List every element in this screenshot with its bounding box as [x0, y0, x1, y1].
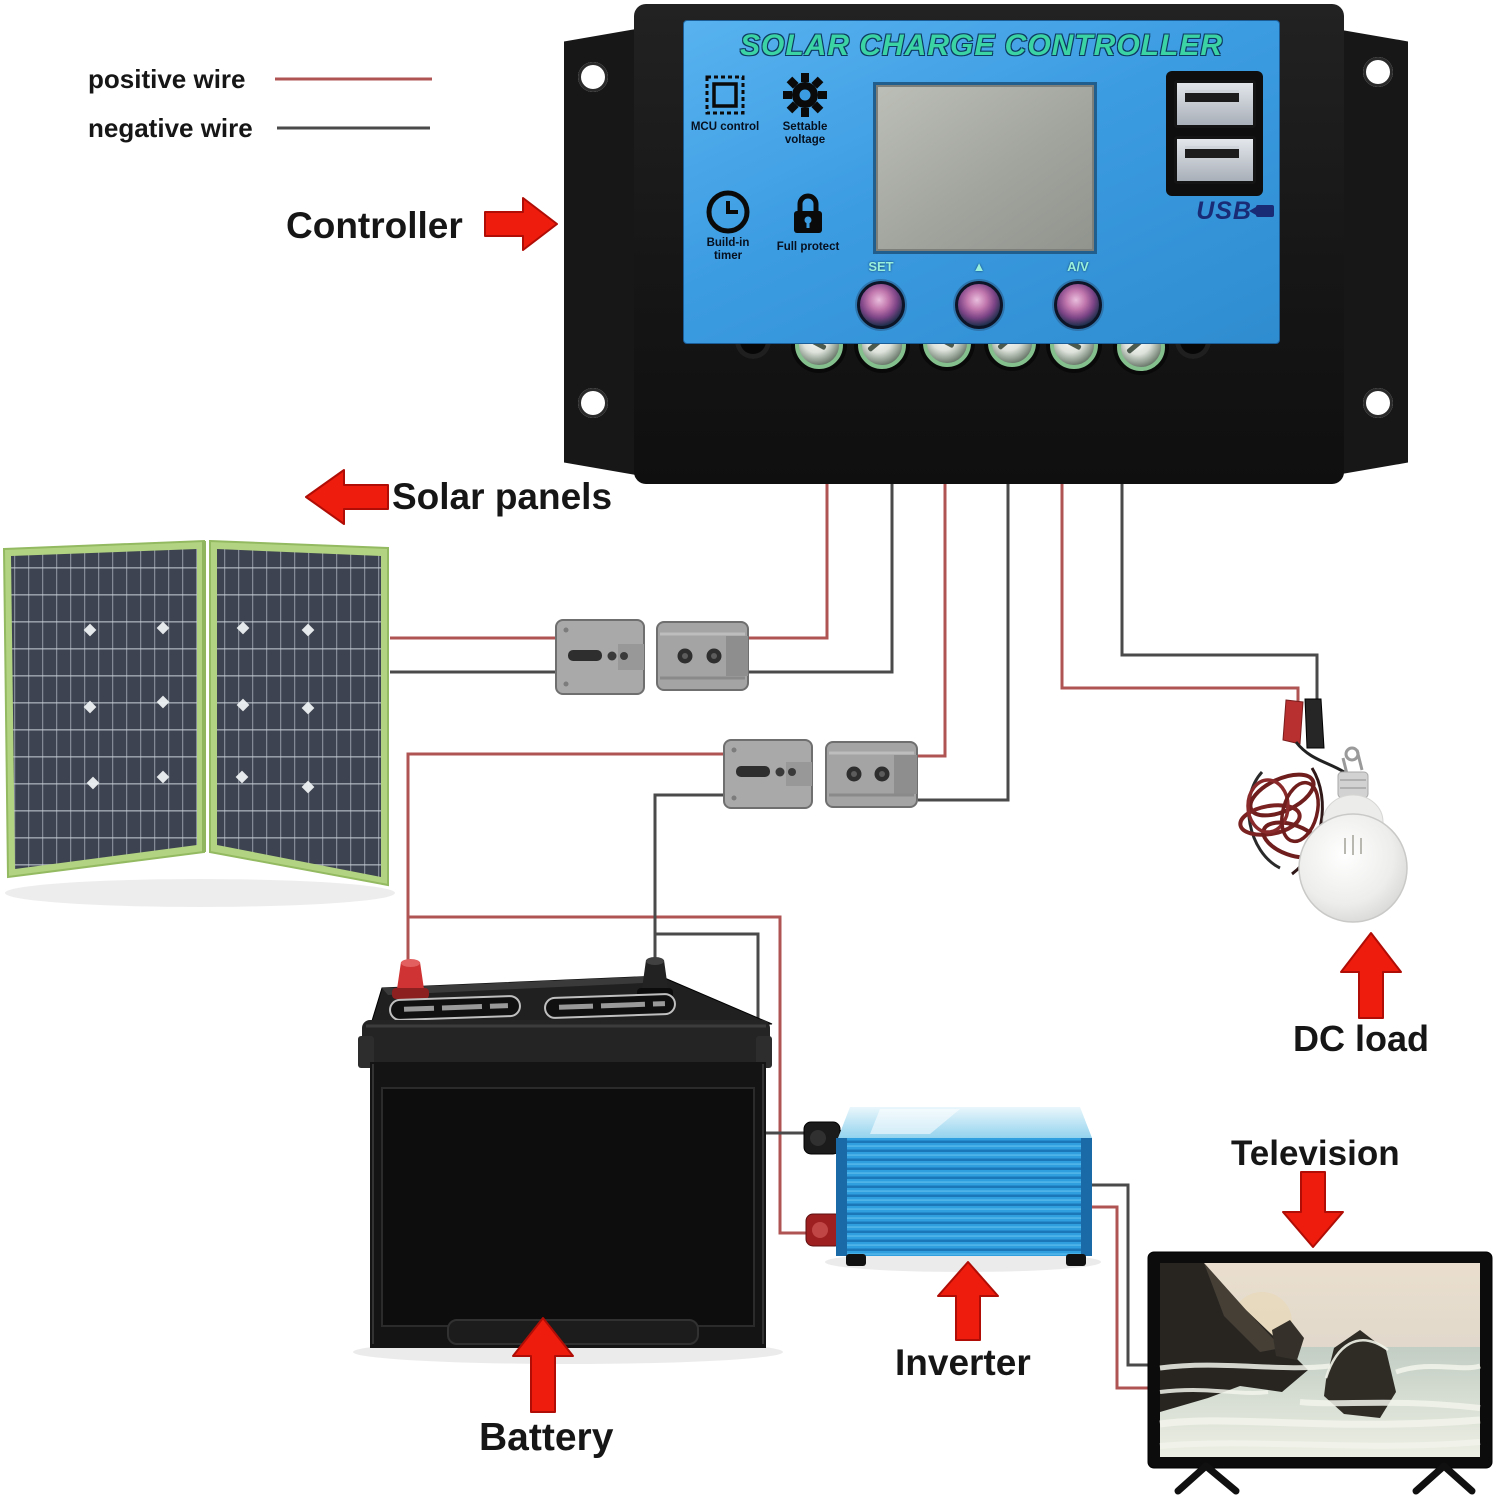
set-button	[857, 281, 905, 329]
connector-socket-icon	[825, 741, 918, 808]
solar-connector-pair	[555, 619, 749, 695]
battery-label-left	[389, 995, 521, 1021]
dc-load-annotation: DC load	[1293, 1018, 1430, 1059]
annotation-arrows	[305, 197, 1402, 1413]
amp-volt-button	[1054, 281, 1102, 329]
wire-solar-negative	[749, 460, 894, 674]
battery-label-right	[544, 993, 676, 1019]
mounting-hole	[1363, 57, 1393, 87]
inverter	[803, 1107, 1101, 1272]
feature-label: Build-in timer	[706, 237, 750, 262]
wire-battery-to-inverter-positive	[408, 915, 812, 1235]
dc-load-arrow-icon	[1340, 932, 1402, 1019]
wire-dcload-positive	[1060, 460, 1300, 706]
charge-controller-device: SOLAR CHARGE CONTROLLER MCU control	[560, 4, 1412, 486]
mounting-hole	[578, 388, 608, 418]
solar-panels-arrow-icon	[305, 469, 389, 525]
controller-annotation: Controller	[286, 205, 463, 246]
wire-battery-positive	[918, 460, 947, 758]
inverter-arrow-icon	[937, 1261, 999, 1341]
feature-build-in-timer: Build-in timer	[692, 189, 764, 263]
solar-panel	[2, 539, 395, 907]
wire-battery-negative-battery-side	[653, 793, 724, 964]
wire-battery-positive-battery-side	[406, 752, 724, 964]
clock-icon	[706, 190, 750, 234]
alligator-clip-positive	[1282, 699, 1304, 745]
usb-port-icon	[1173, 80, 1256, 128]
wire-solar-positive	[749, 460, 829, 640]
battery-annotation: Battery	[479, 1416, 614, 1459]
usb-port-icon	[1173, 136, 1256, 184]
feature-label: MCU control	[690, 121, 760, 133]
mounting-hole	[1363, 388, 1393, 418]
usb-label: USB	[1196, 197, 1252, 225]
wire-inverter-tv-positive	[1090, 1205, 1154, 1390]
tv-scene-rock-large	[1324, 1330, 1396, 1418]
battery-positive-terminal	[392, 959, 429, 999]
usb-ports	[1166, 71, 1263, 196]
button-label: A/V	[1067, 259, 1089, 274]
feature-mcu-control: MCU control	[689, 73, 761, 134]
tv-scene-rock-small	[1272, 1320, 1304, 1360]
chip-icon	[705, 75, 745, 115]
feature-full-protect: Full protect	[772, 189, 844, 254]
button-label: ▲	[972, 259, 986, 274]
feature-label: Full protect	[776, 241, 840, 253]
television-arrow-icon	[1282, 1171, 1344, 1248]
controller-faceplate: SOLAR CHARGE CONTROLLER MCU control	[683, 20, 1280, 344]
gear-icon	[783, 73, 827, 117]
battery	[353, 957, 783, 1364]
connector-socket-icon	[656, 621, 749, 691]
legend-negative-label: negative wire	[88, 113, 253, 143]
mounting-flange-left	[564, 28, 642, 476]
battery-connector-pair	[723, 739, 918, 809]
wire-dcload-negative	[1120, 460, 1319, 702]
positive-wires	[390, 460, 1300, 1390]
tv-legs	[1174, 1462, 1476, 1495]
wire-inverter-tv-negative	[1090, 1183, 1154, 1367]
inverter-annotation: Inverter	[895, 1342, 1031, 1383]
controller-title: SOLAR CHARGE CONTROLLER	[740, 29, 1223, 62]
legend-positive-label: positive wire	[88, 64, 246, 94]
alligator-clip-negative	[1304, 698, 1325, 749]
dc-load-bulb	[1238, 698, 1408, 923]
television-annotation: Television	[1231, 1134, 1400, 1173]
legend-lines	[275, 77, 432, 130]
controller-arrow-icon	[484, 197, 558, 251]
solar-panels-annotation: Solar panels	[392, 476, 613, 517]
usb-plug-icon	[1249, 205, 1274, 217]
tv-scene-cliff	[1160, 1263, 1308, 1412]
tv-scene-foam	[1159, 1362, 1481, 1449]
feature-label: Settable voltage	[782, 121, 828, 146]
feature-settable-voltage: Settable voltage	[769, 71, 841, 147]
lcd-screen	[873, 82, 1097, 254]
connector-plug-icon	[555, 619, 645, 695]
lock-icon	[794, 193, 822, 233]
coiled-wire	[1238, 767, 1324, 876]
battery-arrow-icon	[512, 1317, 574, 1413]
mounting-hole	[578, 62, 608, 92]
button-label: SET	[868, 259, 894, 274]
up-button	[955, 281, 1003, 329]
connector-plug-icon	[723, 739, 813, 809]
wire-battery-negative	[918, 460, 1010, 802]
television	[1147, 1251, 1493, 1495]
